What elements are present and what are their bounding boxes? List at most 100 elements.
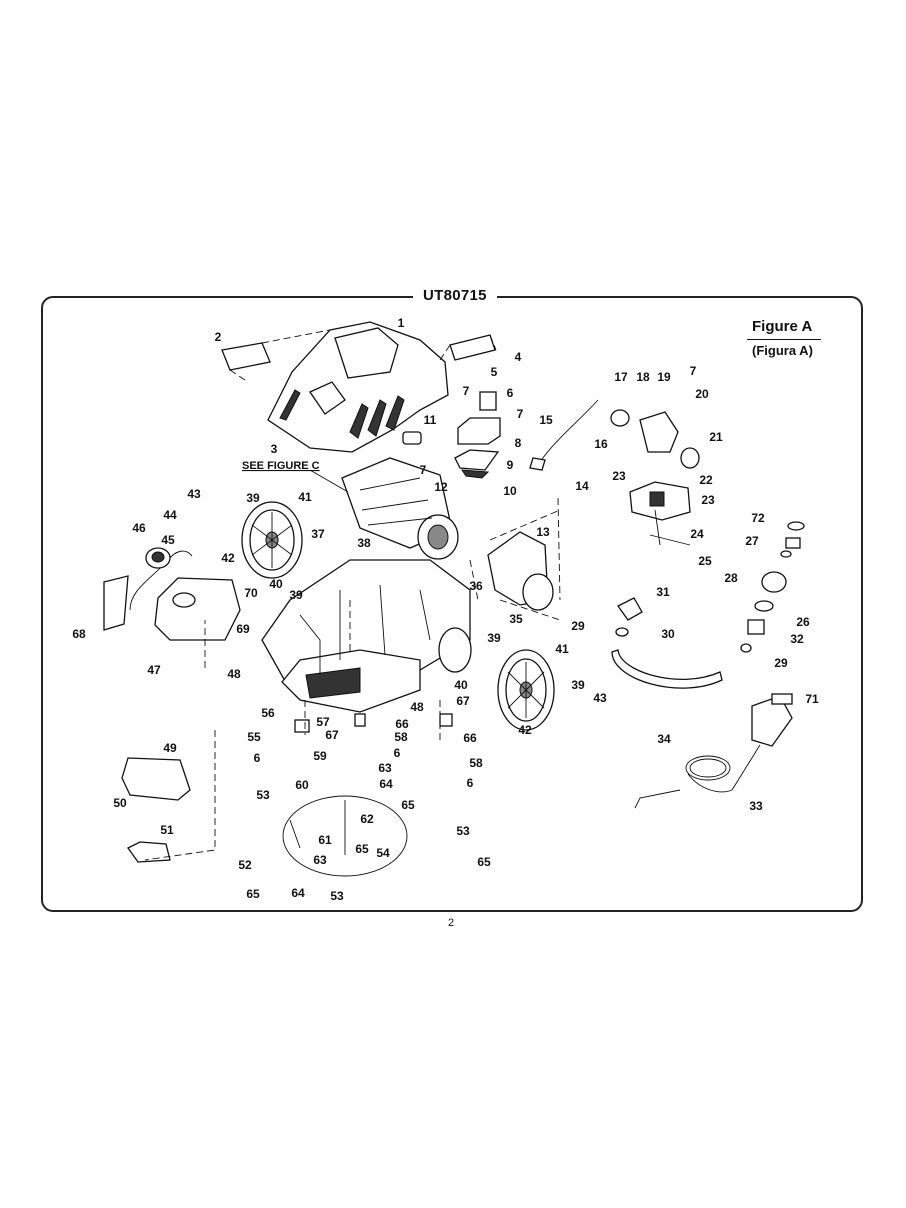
callout-42: 42 [221,551,235,565]
pump-assembly-part [610,409,700,521]
callout-65: 65 [355,842,369,856]
assembly-dash-lines [144,497,561,861]
decal-dash-lines [229,329,497,381]
callout-71: 71 [805,692,819,706]
callout-60: 60 [295,778,309,792]
tank-label-part [103,575,129,631]
callout-19: 19 [657,370,671,384]
callout-1: 1 [398,316,405,330]
callout-70: 70 [244,586,258,600]
right-decal-part [449,334,496,361]
callout-6: 6 [507,386,514,400]
fittings-column-part [740,521,805,653]
hose-15-part [539,399,599,463]
callout-39: 39 [571,678,585,692]
callout-25: 25 [698,554,712,568]
callout-20: 20 [695,387,709,401]
callout-39: 39 [246,491,260,505]
callout-11: 11 [424,413,437,427]
callout-39: 39 [289,588,303,602]
callout-41: 41 [298,490,312,504]
motor-assembly-part [341,431,459,560]
page-number: 2 [448,917,455,929]
callout-35: 35 [509,612,523,626]
callout-53: 53 [256,788,270,802]
figure-title-rule [747,339,821,340]
figure-subtitle: (Figura A) [752,343,813,358]
see-figure-leader [309,469,349,493]
callout-56: 56 [261,706,275,720]
figure-title: Figure A [752,318,813,335]
callout-57: 57 [316,715,330,729]
surface-cleaner-ring-part [282,713,453,877]
callout-21: 21 [709,430,723,444]
callout-13: 13 [536,525,550,539]
callout-36: 36 [469,579,483,593]
callout-64: 64 [291,886,305,900]
callout-23: 23 [612,469,626,483]
callout-58: 58 [469,756,483,770]
callout-9: 9 [507,458,514,472]
callout-16: 16 [594,437,608,451]
callout-6: 6 [467,776,474,790]
power-cord-part [634,693,793,809]
callout-50: 50 [113,796,127,810]
callout-65: 65 [401,798,415,812]
elbow-fitting-part [617,597,643,621]
callout-34: 34 [657,732,671,746]
right-wheel-part [497,649,555,731]
callout-7: 7 [463,384,470,398]
tray-51-part [127,841,171,863]
callout-7: 7 [517,407,524,421]
callout-32: 32 [790,632,804,646]
callout-66: 66 [463,731,477,745]
left-decal-part [221,342,271,371]
callout-31: 31 [656,585,670,599]
callout-28: 28 [724,571,738,585]
callout-40: 40 [269,577,283,591]
callout-4: 4 [515,350,522,364]
callout-29: 29 [774,656,788,670]
callout-39: 39 [487,631,501,645]
hose-fitting-part [529,457,546,471]
callout-14: 14 [575,479,589,493]
nozzle-housing-part [487,531,554,611]
tray-49-part [121,757,191,801]
callout-40: 40 [454,678,468,692]
callout-67: 67 [325,728,339,742]
callout-62: 62 [360,812,374,826]
model-title: UT80715 [413,287,497,304]
callout-37: 37 [311,527,325,541]
callout-53: 53 [330,889,344,903]
callout-46: 46 [132,521,146,535]
callout-10: 10 [503,484,517,498]
switch-box-part [454,391,501,479]
callout-69: 69 [236,622,250,636]
callout-58: 58 [394,730,408,744]
callout-2: 2 [215,330,222,344]
callout-63: 63 [313,853,327,867]
callout-47: 47 [147,663,161,677]
callout-41: 41 [555,642,569,656]
callout-8: 8 [515,436,522,450]
chassis-housing-part [261,559,471,713]
callout-7: 7 [420,463,427,477]
callout-48: 48 [227,667,241,681]
callout-65: 65 [477,855,491,869]
callout-48: 48 [410,700,424,714]
callout-61: 61 [318,833,332,847]
callout-23: 23 [701,493,715,507]
callout-3: 3 [271,442,278,456]
callout-59: 59 [313,749,327,763]
callout-17: 17 [614,370,628,384]
callout-66: 66 [395,717,409,731]
hose-30-part [611,649,723,689]
callout-22: 22 [699,473,713,487]
callout-65: 65 [246,887,260,901]
callout-72: 72 [751,511,765,525]
callout-54: 54 [376,846,390,860]
callout-30: 30 [661,627,675,641]
callout-51: 51 [160,823,174,837]
